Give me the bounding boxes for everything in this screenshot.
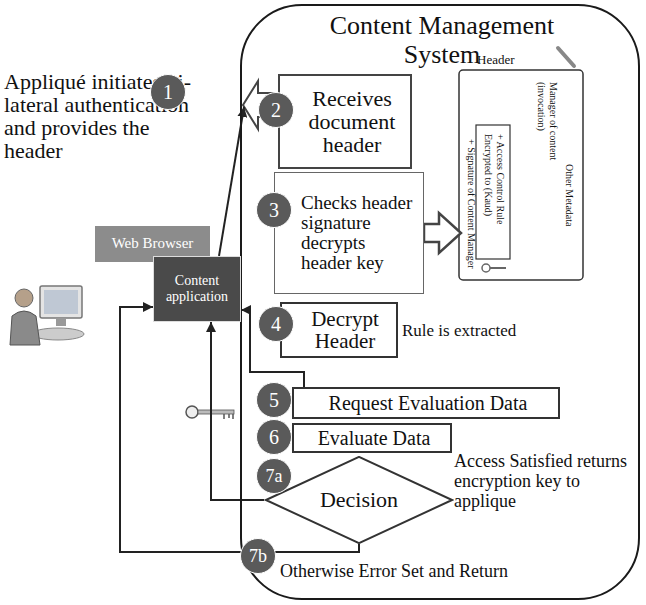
key-icon	[490, 267, 506, 269]
document-header: Header + Signature of Content Manager + Ac…	[457, 44, 589, 284]
monitor-stand	[56, 318, 66, 326]
field-label: Manager of content (invocation)	[535, 82, 559, 182]
step-note: Otherwise Error Set and Return	[280, 562, 508, 582]
field-label: + Signature of Content Manager	[465, 139, 477, 279]
header-document-frame	[459, 48, 583, 280]
key-shaft	[198, 410, 234, 414]
process-box: Evaluate Data	[292, 423, 452, 453]
system-boundary: Content Management SystemReceives docume…	[240, 4, 640, 600]
application-box: Content application	[153, 256, 241, 322]
callout-number: 5	[256, 382, 292, 418]
keyboard	[32, 328, 84, 340]
node-label: Decrypt Header	[298, 308, 392, 352]
pen-icon	[558, 48, 574, 66]
process-box: Request Evaluation Data	[292, 387, 560, 419]
callout-number: 2	[258, 92, 294, 128]
callout-number: 3	[256, 192, 292, 228]
step-note: Access Satisfied returns encryption key …	[454, 452, 632, 511]
node-label: Web Browser	[95, 234, 210, 252]
browser-bar: Web BrowserContent application	[95, 226, 210, 262]
key-icon	[482, 264, 490, 272]
field-label: + Access Control Rule Encrypted to (Kaud…	[482, 134, 506, 254]
step-note: Rule is extracted	[402, 322, 516, 341]
person-body	[10, 311, 40, 345]
node-label: Header	[477, 52, 515, 68]
diamond-shape	[266, 457, 452, 543]
node-label: Decision	[320, 488, 398, 512]
spacer	[148, 139, 210, 185]
field-label: Other Metadata	[563, 164, 575, 254]
node-label: Content application	[158, 273, 236, 305]
node-label: Checks header signature decrypts header …	[301, 193, 419, 273]
user-at-computer-icon	[10, 286, 84, 345]
decision-diamond: Decision	[264, 456, 454, 544]
process-box: Decrypt Header	[280, 302, 398, 358]
node-label: Receives document header	[300, 87, 404, 156]
callout-number: 6	[256, 419, 292, 455]
person-head	[15, 289, 33, 307]
node-label: Evaluate Data	[318, 427, 431, 449]
process-box: Receives document header	[278, 74, 412, 169]
node-label: Request Evaluation Data	[329, 392, 528, 414]
rule-frame	[476, 125, 510, 259]
block-arrow	[424, 213, 461, 253]
node-label: Content Management System	[302, 12, 582, 69]
monitor	[40, 286, 82, 318]
callout-number: 4	[258, 306, 294, 342]
screen	[44, 290, 78, 314]
header-frame	[459, 70, 583, 280]
callout-number: 1	[150, 74, 186, 110]
key-bow	[186, 406, 198, 418]
callout-number: 7b	[240, 538, 276, 574]
process-box: Checks header signature decrypts header …	[274, 172, 424, 294]
callout-number: 7a	[256, 458, 292, 494]
key-teeth	[224, 414, 233, 419]
